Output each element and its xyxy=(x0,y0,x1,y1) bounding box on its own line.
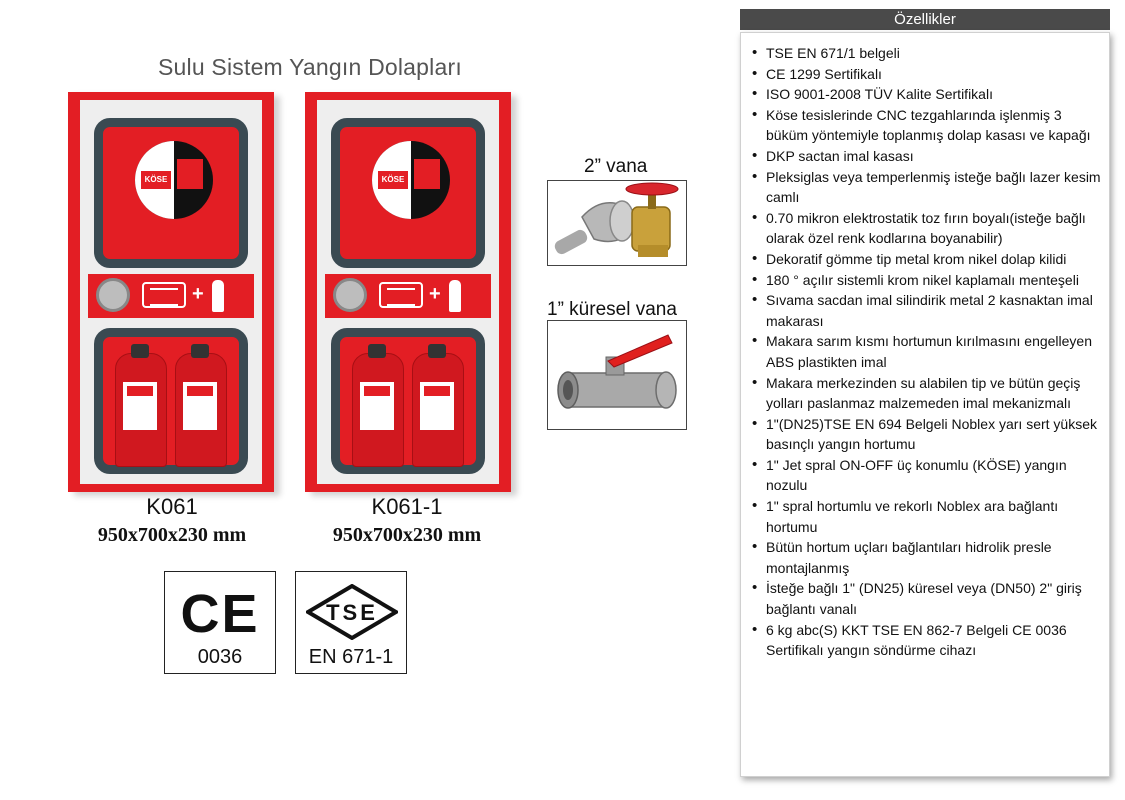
gate-valve-icon xyxy=(554,182,679,257)
sign-logo: KÖSE xyxy=(141,171,171,189)
extinguisher-icon xyxy=(212,280,224,312)
sign-logo: KÖSE xyxy=(378,171,408,189)
feature-item: Makara sarım kısmı hortumun kırılmasını … xyxy=(751,331,1101,372)
valve-label-1in-ball: 1” küresel vana xyxy=(547,299,677,320)
feature-item: 1" Jet spral ON-OFF üç konumlu (KÖSE) ya… xyxy=(751,455,1101,496)
feature-item: Pleksiglas veya temperlenmiş isteğe bağl… xyxy=(751,167,1101,208)
tse-certificate-badge: TSE EN 671-1 xyxy=(295,571,407,674)
plus-icon: + xyxy=(429,283,441,305)
fire-hose-sign: KÖSE xyxy=(135,141,213,219)
equipment-sign-strip: + xyxy=(325,274,491,318)
feature-item: DKP sactan imal kasası xyxy=(751,146,1101,167)
model-dimensions: 950x700x230 mm xyxy=(332,524,482,546)
plus-icon: + xyxy=(192,283,204,305)
feature-item: CE 1299 Sertifikalı xyxy=(751,64,1101,85)
hose-compartment: KÖSE xyxy=(331,118,485,268)
feature-item: 1" spral hortumlu ve rekorlı Noblex ara … xyxy=(751,496,1101,537)
page-title: Sulu Sistem Yangın Dolapları xyxy=(158,54,462,80)
feature-item: Makara merkezinden su alabilen tip ve bü… xyxy=(751,373,1101,414)
extinguisher xyxy=(175,344,227,467)
features-panel: TSE EN 671/1 belgeli CE 1299 Sertifikalı… xyxy=(740,32,1110,777)
feature-item: ISO 9001-2008 TÜV Kalite Sertifikalı xyxy=(751,84,1101,105)
feature-item: 180 ° açılır sistemli krom nikel kaplama… xyxy=(751,270,1101,291)
features-header: Özellikler xyxy=(740,9,1110,30)
gate-valve-image xyxy=(547,180,687,266)
hose-compartment: KÖSE xyxy=(94,118,248,268)
feature-item: Bütün hortum uçları bağlantıları hidroli… xyxy=(751,537,1101,578)
model-name: K061 xyxy=(146,494,198,519)
fire-hose-sign: KÖSE xyxy=(372,141,450,219)
extinguisher xyxy=(115,344,167,467)
ce-mark: CE xyxy=(180,584,260,644)
feature-item: 0.70 mikron elektrostatik toz fırın boya… xyxy=(751,208,1101,249)
hose-icon xyxy=(142,282,186,308)
tse-standard: EN 671-1 xyxy=(308,646,394,668)
extinguisher xyxy=(412,344,464,467)
feature-item: Sıvama sacdan imal silindirik metal 2 ka… xyxy=(751,290,1101,331)
tse-diamond-icon xyxy=(306,584,398,640)
cabinet-image-k061-1: KÖSE + xyxy=(305,92,511,492)
ball-valve-icon xyxy=(557,334,677,409)
ce-certificate-badge: CE 0036 xyxy=(164,571,276,674)
model-name: K061-1 xyxy=(371,494,443,519)
model-dimensions: 950x700x230 mm xyxy=(97,524,247,546)
feature-item: Köse tesislerinde CNC tezgahlarında işle… xyxy=(751,105,1101,146)
feature-item: TSE EN 671/1 belgeli xyxy=(751,43,1101,64)
ce-number: 0036 xyxy=(197,646,243,668)
extinguisher-icon xyxy=(449,280,461,312)
feature-item: 6 kg abc(S) KKT TSE EN 862-7 Belgeli CE … xyxy=(751,620,1101,661)
tse-mark: TSE xyxy=(326,600,378,625)
hose-icon xyxy=(379,282,423,308)
extinguisher-compartment xyxy=(331,328,485,474)
feature-item: 1"(DN25)TSE EN 694 Belgeli Noblex yarı s… xyxy=(751,414,1101,455)
feature-item: İsteğe bağlı 1" (DN25) küresel veya (DN5… xyxy=(751,578,1101,619)
hose-reel-icon xyxy=(333,278,367,312)
features-list: TSE EN 671/1 belgeli CE 1299 Sertifikalı… xyxy=(751,43,1101,661)
feature-item: Dekoratif gömme tip metal krom nikel dol… xyxy=(751,249,1101,270)
extinguisher-compartment xyxy=(94,328,248,474)
extinguisher xyxy=(352,344,404,467)
hose-reel-icon xyxy=(96,278,130,312)
equipment-sign-strip: + xyxy=(88,274,254,318)
cabinet-image-k061: KÖSE + xyxy=(68,92,274,492)
ball-valve-image xyxy=(547,320,687,430)
valve-label-2in: 2” vana xyxy=(584,156,648,177)
